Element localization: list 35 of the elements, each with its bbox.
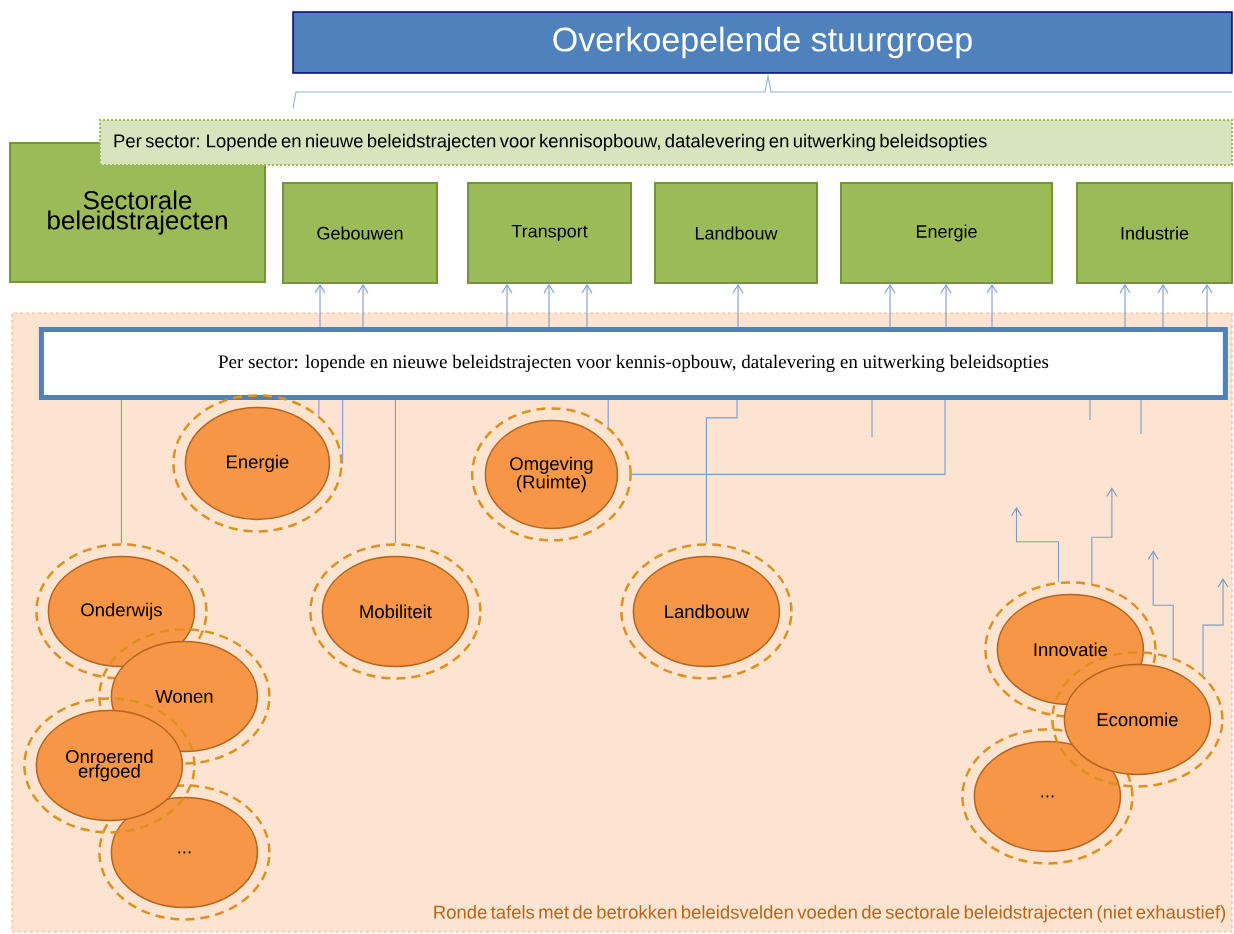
- connector-line: [1089, 399, 1091, 421]
- connector-line: [1140, 399, 1142, 435]
- panel-caption: Ronde tafels met de betrokken beleidsvelden voeden de sectorale beleidstrajecten (niet exhaustief): [434, 905, 1226, 923]
- arrow: [1201, 284, 1213, 328]
- arrow: [986, 284, 998, 328]
- sector-box: Transport: [467, 182, 632, 284]
- sector-box: Gebouwen: [282, 182, 438, 284]
- arrow: [1147, 550, 1174, 658]
- arrow: [940, 284, 952, 328]
- sector-box: Landbouw: [654, 182, 818, 284]
- connector-line: [318, 399, 320, 416]
- arrow: [543, 284, 555, 328]
- sector-box: Industrie: [1076, 182, 1233, 284]
- arrow: [1202, 578, 1229, 676]
- title-box: Overkoepelende stuurgroep: [292, 11, 1233, 74]
- connector-line: [705, 399, 738, 544]
- arrow: [884, 284, 896, 328]
- sector-box: Energie: [840, 182, 1053, 284]
- connector-line: [120, 399, 122, 544]
- connector-line: [607, 399, 609, 428]
- connector-line: [871, 399, 873, 438]
- arrow: [501, 284, 513, 328]
- arrow: [1091, 487, 1118, 584]
- arrow: [314, 284, 326, 328]
- arrow: [1010, 506, 1060, 583]
- arrow: [1157, 284, 1169, 328]
- connector-line: [342, 399, 344, 464]
- arrow: [1119, 284, 1131, 328]
- connector-line: [394, 399, 396, 544]
- arrow: [581, 284, 593, 328]
- arrow: [357, 284, 369, 328]
- dotted-band: Per sector: Lopende en nieuwe beleidstrajecten voor kennisopbouw, datalevering en uitwerking beleidsopties: [99, 119, 1233, 166]
- text-box: Per sector: lopende en nieuwe beleidstrajecten voor kennis-opbouw, datalevering en uitwerking beleidsopties: [38, 326, 1228, 400]
- connector-line: [631, 399, 946, 475]
- arrow: [732, 284, 744, 328]
